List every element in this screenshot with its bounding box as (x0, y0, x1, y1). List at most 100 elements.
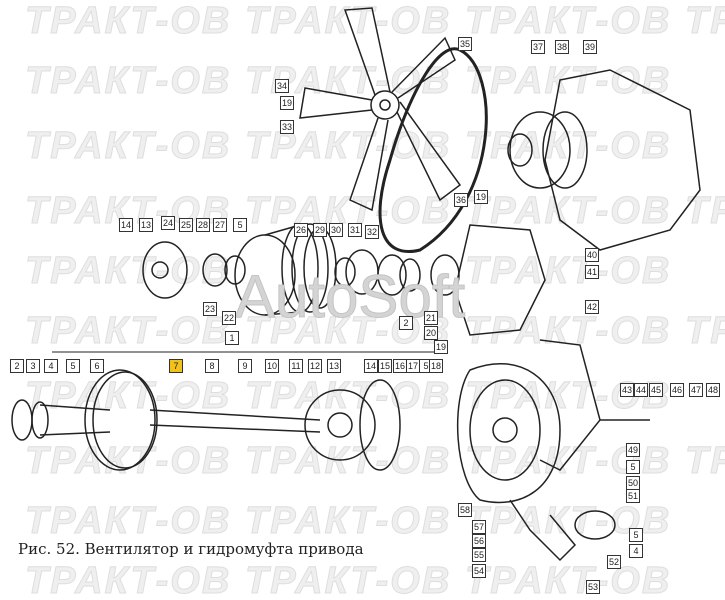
callout-label: 53 (585, 580, 601, 594)
callout-label: 19 (433, 340, 449, 354)
callout-label: 6 (90, 359, 104, 373)
callout-label: 22 (221, 311, 237, 325)
callout-label: 4 (629, 544, 643, 558)
callout-label: 5 (66, 359, 80, 373)
flywheel-housing (456, 339, 650, 562)
fan-belt (378, 47, 488, 253)
watermark-text: ТРАКТ-ОВ (24, 0, 232, 43)
callout-label: 26 (293, 223, 309, 237)
callout-label: 50 (625, 476, 641, 490)
callout-label: 54 (471, 564, 487, 578)
watermark-text: ТРАКТ-ОВ (244, 125, 452, 168)
watermark-text: ТРАКТ-ОВ (244, 310, 452, 353)
watermark-text: ТРАКТ-ОВ (464, 0, 672, 43)
watermark-text: ТРАКТ-ОВ (244, 190, 452, 233)
callout-label: 42 (584, 300, 600, 314)
watermark-text: ТРАКТ-ОВ (244, 0, 452, 43)
callout-label: 17 (405, 359, 421, 373)
callout-label: 1 (225, 331, 239, 345)
watermark-text: ТРАКТ-ОВ (684, 0, 725, 43)
callout-label: 31 (347, 223, 363, 237)
callout-label: 12 (307, 359, 323, 373)
watermark-text: ТРАКТ-ОВ (24, 500, 232, 543)
watermark-text: ТРАКТ-ОВ (244, 560, 452, 600)
watermark-text: ТРАКТ-ОВ (464, 310, 672, 353)
callout-label: 52 (606, 555, 622, 569)
callout-label: 36 (453, 193, 469, 207)
callout-label: 49 (625, 443, 641, 457)
callout-label: 14 (363, 359, 379, 373)
watermark-text: ТРАКТ-ОВ (24, 310, 232, 353)
callout-label: 38 (554, 40, 570, 54)
callout-label: 18 (428, 359, 444, 373)
callout-label: 3 (26, 359, 40, 373)
callout-label: 51 (625, 489, 641, 503)
callout-label: 5 (629, 528, 643, 542)
figure-caption: Рис. 52. Вентилятор и гидромуфта привода (18, 540, 364, 558)
callout-label: 39 (582, 40, 598, 54)
callout-label: 2 (399, 316, 413, 330)
callout-label: 28 (195, 218, 211, 232)
callout-label: 56 (471, 534, 487, 548)
callout-label: 41 (584, 265, 600, 279)
callout-label: 13 (326, 359, 342, 373)
watermark-text: ТРАКТ-ОВ (684, 440, 725, 483)
callout-label: 45 (648, 383, 664, 397)
callout-label: 46 (669, 383, 685, 397)
watermark-text: ТРАКТ-ОВ (24, 440, 232, 483)
callout-label: 43 (619, 383, 635, 397)
callout-label: 57 (471, 520, 487, 534)
callout-label: 29 (312, 223, 328, 237)
callout-label: 32 (364, 225, 380, 239)
watermark-text: ТРАКТ-ОВ (684, 310, 725, 353)
watermark-text: ТРАКТ-ОВ (24, 560, 232, 600)
watermark-text: ТРАКТ-ОВ (684, 190, 725, 233)
callout-label: 20 (423, 326, 439, 340)
callout-label: 21 (423, 311, 439, 325)
callout-label: 14 (118, 218, 134, 232)
callout-label: 2 (10, 359, 24, 373)
callout-label: 10 (264, 359, 280, 373)
watermark-text: ТРАКТ-ОВ (464, 560, 672, 600)
callout-label: 7 (169, 359, 183, 373)
water-pump-housing (507, 69, 701, 251)
callout-label: 8 (205, 359, 219, 373)
watermark-text: ТРАКТ-ОВ (244, 375, 452, 418)
callout-label: 40 (584, 248, 600, 262)
watermark-text: ТРАКТ-ОВ (244, 500, 452, 543)
watermark-text: ТРАКТ-ОВ (24, 375, 232, 418)
callout-label: 27 (212, 218, 228, 232)
callout-label: 19 (473, 190, 489, 204)
callout-label: 30 (328, 223, 344, 237)
callout-label: 55 (471, 548, 487, 562)
callout-label: 15 (377, 359, 393, 373)
callout-label: 19 (279, 96, 295, 110)
callout-label: 24 (160, 216, 176, 230)
gear-cover (454, 224, 546, 336)
watermark-text: ТРАКТ-ОВ (24, 250, 232, 293)
drive-shaft-assembly (11, 369, 401, 471)
watermark-text: ТРАКТ-ОВ (244, 440, 452, 483)
watermark-text: ТРАКТ-ОВ (464, 60, 672, 103)
callout-label: 23 (202, 302, 218, 316)
watermark-text: ТРАКТ-ОВ (24, 125, 232, 168)
watermark-text: ТРАКТ-ОВ (24, 60, 232, 103)
callout-label: 58 (457, 503, 473, 517)
callout-label: 34 (274, 79, 290, 93)
callout-label: 5 (233, 218, 247, 232)
callout-label: 35 (457, 37, 473, 51)
watermark-text: ТРАКТ-ОВ (464, 250, 672, 293)
fluid-coupling-pulley (142, 223, 460, 316)
callout-label: 16 (392, 359, 408, 373)
callout-label: 9 (238, 359, 252, 373)
callout-label: 25 (178, 218, 194, 232)
callout-label: 33 (279, 120, 295, 134)
callout-label: 47 (688, 383, 704, 397)
callout-label: 48 (705, 383, 721, 397)
callout-label: 4 (44, 359, 58, 373)
callout-label: 37 (530, 40, 546, 54)
callout-label: 11 (289, 359, 303, 373)
callout-label: 5 (626, 460, 640, 474)
